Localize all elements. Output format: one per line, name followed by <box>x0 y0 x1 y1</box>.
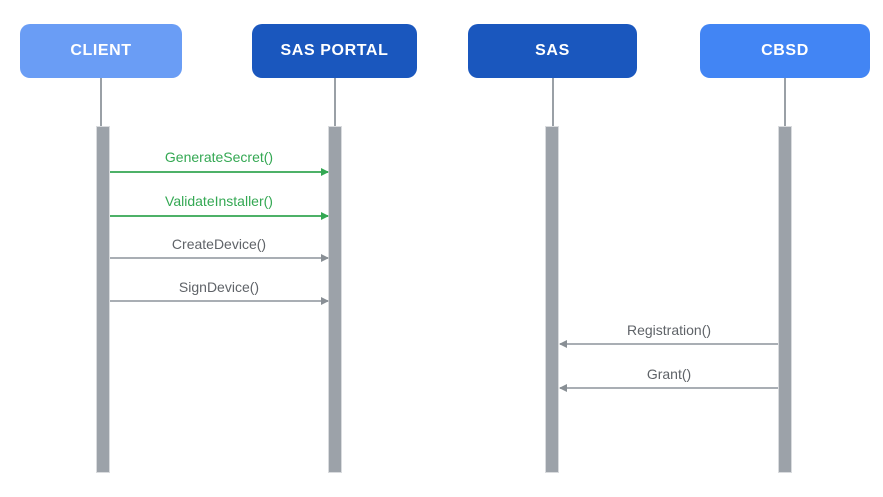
lifeline-client <box>100 78 102 126</box>
arrow-line-right-icon <box>110 168 329 176</box>
actor-label-cbsd: CBSD <box>761 42 809 59</box>
lifeline-sas-portal <box>334 78 336 126</box>
arrow-line-left-icon <box>559 340 778 348</box>
arrow-line-right-icon <box>110 254 329 262</box>
arrow-line-left-icon <box>559 384 778 392</box>
actor-box-cbsd: CBSD <box>700 24 870 78</box>
activation-bar-sas <box>545 126 559 473</box>
arrowhead-right-icon <box>321 212 329 220</box>
actor-label-sas: SAS <box>535 42 570 59</box>
actor-box-client: CLIENT <box>20 24 182 78</box>
arrowhead-right-icon <box>321 297 329 305</box>
actor-box-sas-portal: SAS PORTAL <box>252 24 417 78</box>
message-label-registration: Registration() <box>626 322 712 338</box>
arrowhead-left-icon <box>559 384 567 392</box>
activation-bar-client <box>96 126 110 473</box>
message-label-grant: Grant() <box>646 366 692 382</box>
message-label-validate-installer: ValidateInstaller() <box>165 193 273 209</box>
message-label-generate-secret: GenerateSecret() <box>164 149 274 165</box>
arrowhead-right-icon <box>321 254 329 262</box>
message-label-create-device: CreateDevice() <box>171 236 267 252</box>
lifeline-sas <box>552 78 554 126</box>
arrowhead-left-icon <box>559 340 567 348</box>
arrow-line-right-icon <box>110 212 329 220</box>
activation-bar-cbsd <box>778 126 792 473</box>
activation-bar-sas-portal <box>328 126 342 473</box>
actor-label-sas-portal: SAS PORTAL <box>280 42 389 59</box>
actor-box-sas: SAS <box>468 24 637 78</box>
arrow-line-right-icon <box>110 297 329 305</box>
lifeline-cbsd <box>784 78 786 126</box>
message-label-sign-device: SignDevice() <box>178 279 260 295</box>
actor-label-client: CLIENT <box>70 42 132 59</box>
arrowhead-right-icon <box>321 168 329 176</box>
